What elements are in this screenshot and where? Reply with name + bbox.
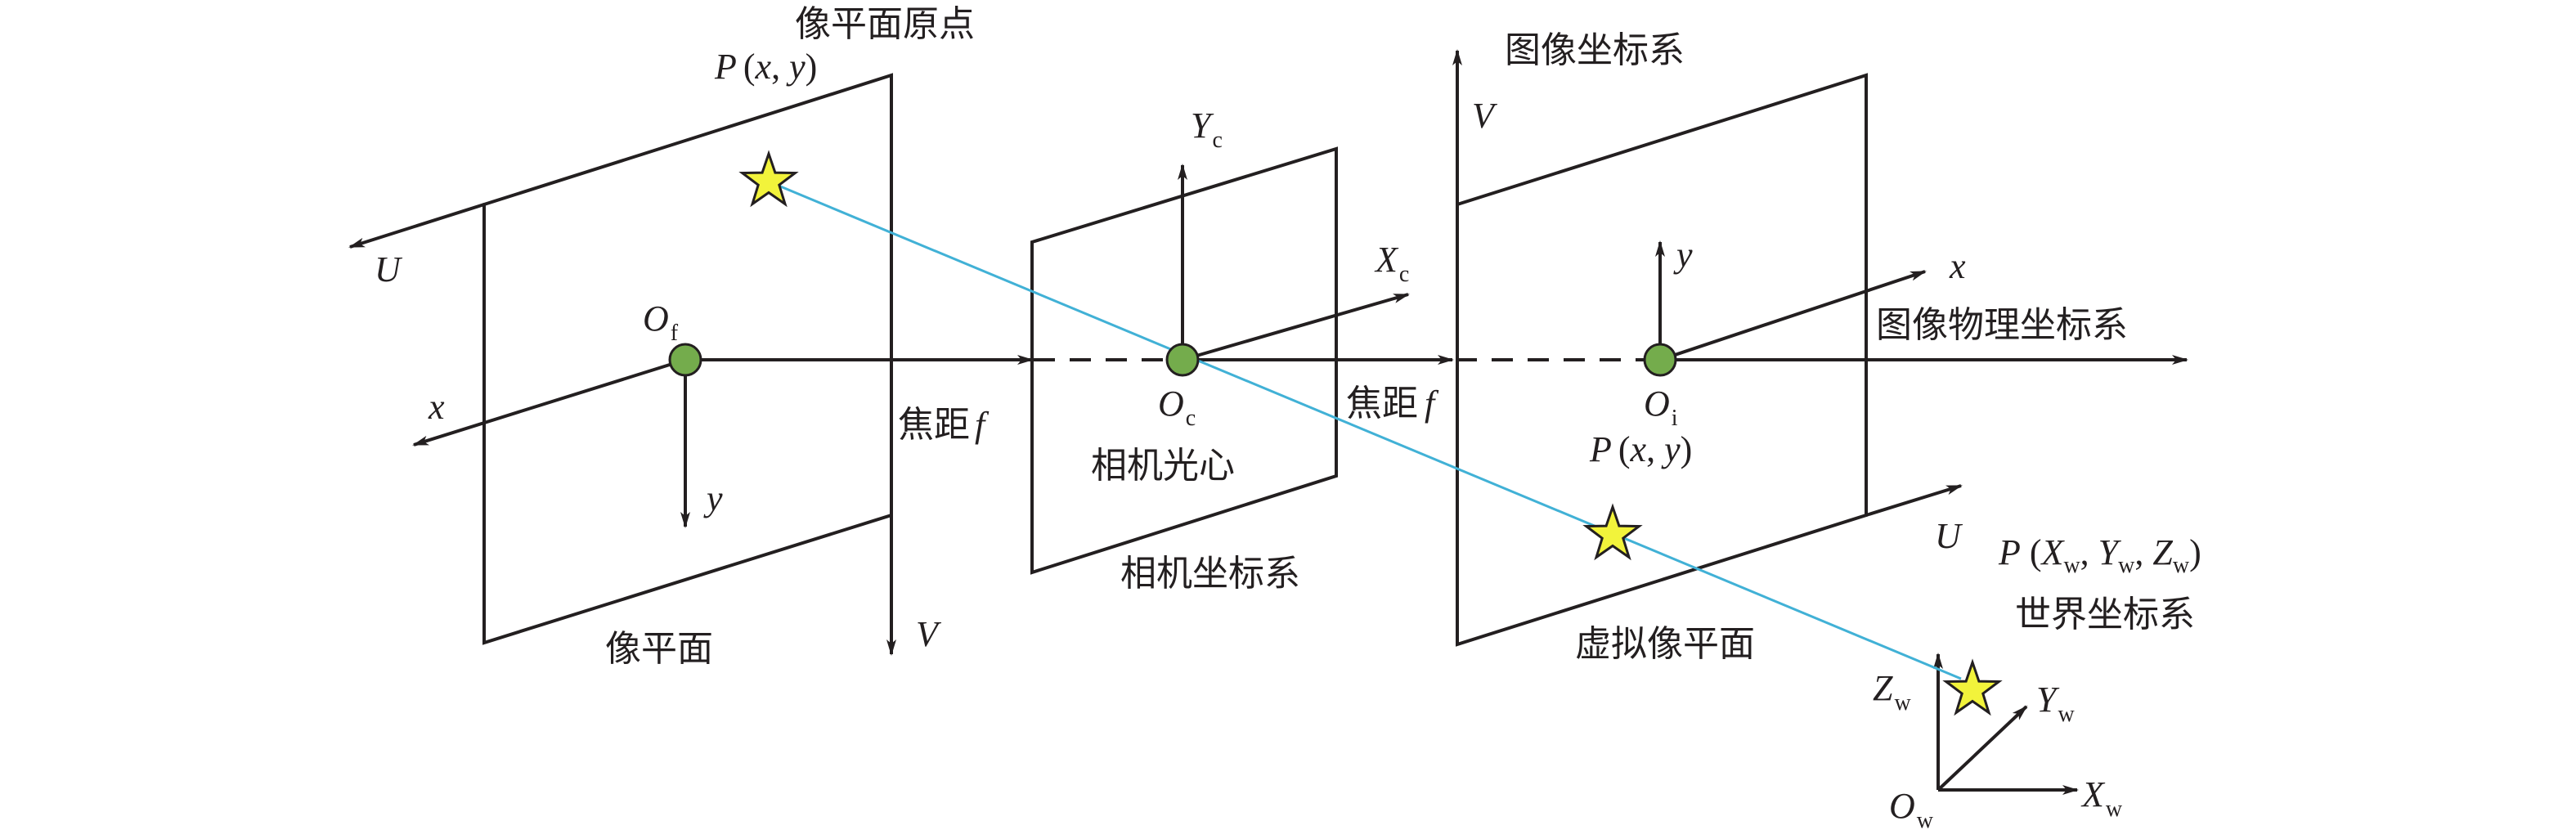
camera-xc-label: Xc — [1374, 240, 1409, 287]
virtual-point-y: y — [1661, 429, 1681, 469]
image-plane-x-axis — [412, 358, 686, 446]
world-point-comma-2: , — [2134, 532, 2152, 572]
virtual-plane-v-label: V — [1472, 96, 1498, 136]
world-yw-label: Yw — [2036, 680, 2075, 727]
camera-xc-sub: c — [1399, 262, 1409, 287]
image-plane-x-label: x — [428, 387, 445, 427]
image-physical-coordinate-system-label: 图像物理坐标系 — [1876, 304, 2128, 346]
world-point-p: P — [1998, 532, 2021, 572]
image-plane-origin-label: 像平面原点 — [795, 3, 975, 45]
world-point-label: P (Xw, Yw, Zw) — [1998, 532, 2201, 578]
world-zw-label: Zw — [1873, 668, 1911, 716]
focal-symbol-left: f — [975, 405, 990, 445]
virtual-plane-u-label: U — [1935, 516, 1963, 556]
virtual-plane-origin-point — [1643, 343, 1677, 377]
camera-xc-main: X — [1374, 240, 1399, 280]
world-point-z-sub: w — [2173, 553, 2190, 578]
world-point-star-icon — [1942, 658, 2003, 716]
of-main: O — [643, 298, 669, 339]
virtual-point-p: P — [1589, 429, 1612, 469]
world-yw-main: Y — [2036, 680, 2060, 720]
image-plane-label: 像平面 — [605, 628, 713, 670]
virtual-point-label: P(x, y) — [1589, 429, 1692, 469]
virtual-plane-x-label: x — [1949, 246, 1966, 286]
camera-plane — [1030, 146, 1338, 575]
virtual-point-open: ( — [1618, 429, 1631, 469]
image-point-y: y — [786, 47, 806, 87]
world-yw-sub: w — [2058, 702, 2075, 727]
world-point-y: Y — [2098, 532, 2122, 572]
image-plane-u-axis — [348, 203, 485, 249]
world-xw-main: X — [2080, 774, 2106, 814]
camera-yc-sub: c — [1212, 128, 1222, 153]
ow-main: O — [1889, 786, 1915, 826]
camera-xc-axis — [1182, 293, 1410, 361]
world-point-y-sub: w — [2118, 553, 2135, 578]
world-xw-sub: w — [2106, 796, 2123, 822]
world-origin-ow-label: Ow — [1889, 786, 1934, 833]
camera-origin-oc-label: Oc — [1158, 384, 1196, 431]
ow-sub: w — [1917, 808, 1934, 833]
virtual-point-comma: , — [1646, 429, 1664, 469]
world-yw-axis — [1936, 705, 2028, 792]
world-point-x-sub: w — [2063, 553, 2080, 578]
virtual-image-plane-label: 虚拟像平面 — [1575, 623, 1755, 665]
image-point-comma: , — [771, 47, 789, 87]
focal-symbol-right: f — [1425, 384, 1439, 424]
virtual-point-x: x — [1630, 429, 1647, 469]
image-point-x: x — [755, 47, 772, 87]
world-point-x: X — [2040, 532, 2066, 572]
virtual-plane-u-axis — [1865, 484, 1963, 517]
world-point-open: ( — [2021, 532, 2042, 572]
camera-optical-center-point — [1165, 343, 1200, 377]
world-point-comma-1: , — [2080, 532, 2098, 572]
camera-yc-main: Y — [1191, 105, 1214, 146]
image-coordinate-system-label: 图像坐标系 — [1505, 29, 1685, 71]
world-zw-sub: w — [1894, 690, 1911, 716]
virtual-origin-oi-label: Oi — [1644, 384, 1678, 431]
focal-length-left-label: 焦距 — [898, 404, 970, 446]
of-sub: f — [671, 321, 679, 346]
virtual-point-star-icon — [1582, 503, 1643, 561]
projection-ray — [768, 180, 1962, 680]
virtual-point-close: ) — [1681, 429, 1693, 469]
focal-length-left-text: 焦距 — [898, 404, 970, 446]
world-point-z: Z — [2152, 532, 2173, 572]
camera-yc-label: Yc — [1191, 105, 1223, 153]
image-plane-origin-of-label: Of — [643, 298, 679, 346]
image-point-open: ( — [743, 47, 756, 87]
image-plane-origin-point — [668, 343, 702, 377]
image-point-star-icon — [738, 150, 799, 208]
image-plane-v-label: V — [916, 614, 942, 654]
image-point-close: ) — [806, 47, 818, 87]
image-plane-y-label: y — [703, 478, 723, 518]
virtual-plane-x-axis — [1659, 270, 1927, 361]
camera-coordinate-system-label: 相机坐标系 — [1120, 553, 1300, 594]
virtual-plane-y-label: y — [1673, 235, 1693, 275]
world-xw-label: Xw — [2080, 774, 2123, 822]
oc-main: O — [1158, 384, 1184, 424]
focal-length-right-label: 焦距 — [1346, 383, 1418, 424]
world-coordinate-system-label: 世界坐标系 — [2015, 594, 2195, 635]
oi-main: O — [1644, 384, 1670, 424]
oc-sub: c — [1186, 406, 1196, 431]
image-plane-u-label: U — [375, 249, 403, 289]
image-point-p: P — [714, 47, 737, 87]
camera-optical-center-label: 相机光心 — [1091, 445, 1235, 487]
world-zw-main: Z — [1873, 668, 1893, 708]
world-point-close: ) — [2189, 532, 2201, 572]
image-point-label: P(x, y) — [714, 47, 817, 87]
oi-sub: i — [1672, 406, 1678, 431]
